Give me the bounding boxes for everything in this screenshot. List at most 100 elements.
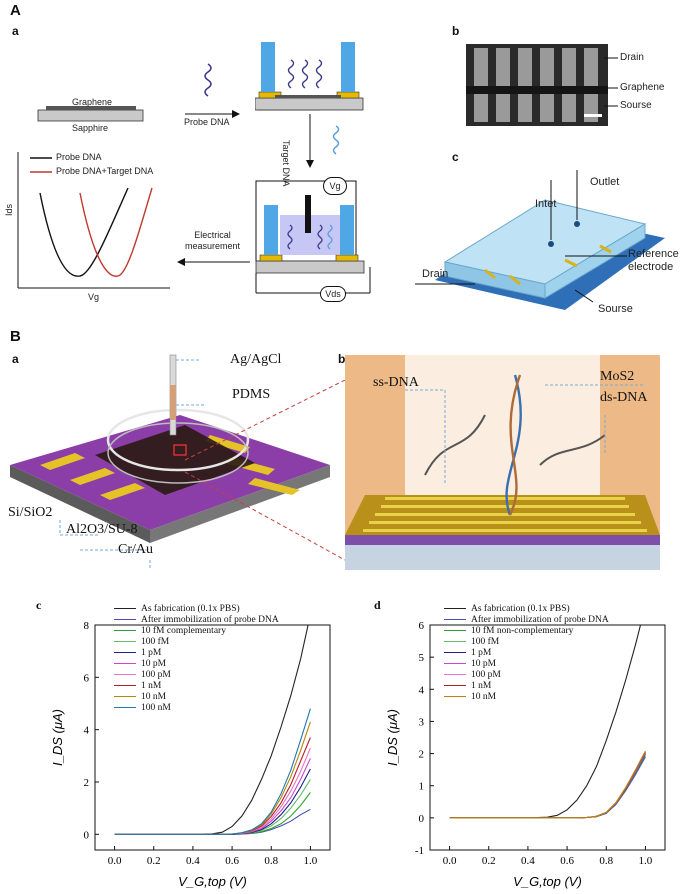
legend-entry: 10 fM non-complementary <box>444 625 609 636</box>
series-line-4 <box>449 753 646 819</box>
legend-entry: 1 pM <box>114 647 279 658</box>
legend-entry: After immobilization of probe DNA <box>444 614 609 625</box>
sapphire-label: Sapphire <box>72 123 109 133</box>
x-tick-4: 0.8 <box>599 846 614 867</box>
series-line-4 <box>114 768 311 835</box>
panel-a-b-leaders <box>604 57 618 107</box>
legend-swatch <box>444 674 466 675</box>
legend-entry: 100 nM <box>114 702 279 713</box>
mos2-device-render <box>10 354 330 570</box>
device-after-probe <box>255 42 364 111</box>
x-tick-5: 1.0 <box>639 846 653 867</box>
vg-source-circle: Vg <box>323 177 347 195</box>
x-tick-label-5: 1.0 <box>304 855 318 867</box>
legend-label: 100 fM <box>471 636 500 647</box>
zoom-connector-lines <box>184 380 346 561</box>
series-line-1 <box>449 756 646 819</box>
legend-label: 100 nM <box>141 702 171 713</box>
series-line-6 <box>449 752 646 819</box>
x-tick-label-1: 0.2 <box>482 855 496 867</box>
legend-swatch <box>444 696 466 697</box>
y-tick-7: 6 <box>419 620 434 632</box>
graphene-label: Graphene <box>72 97 113 107</box>
y-tick-label-3: 2 <box>419 749 425 761</box>
plot-frame <box>429 624 666 851</box>
inlet-label: Intet <box>535 198 557 210</box>
legend-entry: 1 pM <box>444 647 609 658</box>
series-line-6 <box>114 747 311 835</box>
y-tick-2: 1 <box>419 781 434 793</box>
cr-au-label: Cr/Au <box>118 542 153 557</box>
section-b-label: B <box>10 328 21 345</box>
legend-swatch <box>114 608 136 609</box>
legend-entry: 10 nM <box>114 691 279 702</box>
legend-label: 10 nM <box>471 691 497 702</box>
drain-label-b: Drain <box>620 52 644 63</box>
x-axis-label: V_G,top (V) <box>513 874 582 889</box>
y-tick-1: 2 <box>84 777 99 789</box>
y-tick-3: 2 <box>419 749 434 761</box>
y-tick-3: 6 <box>84 672 99 684</box>
mos2-label: MoS2 <box>600 369 635 384</box>
graphene-micrograph <box>466 44 608 126</box>
source-label-c: Sourse <box>598 303 633 315</box>
ids-vg-plot <box>17 152 170 289</box>
ids-plot-xlabel: Vg <box>88 292 100 302</box>
x-tick-0: 0.0 <box>108 846 122 867</box>
legend-label: 100 pM <box>141 669 171 680</box>
legend-entry: As fabrication (0.1x PBS) <box>114 603 279 614</box>
legend-entry: 100 pM <box>114 669 279 680</box>
series-line-9 <box>114 708 311 835</box>
legend-swatch <box>114 696 136 697</box>
ids-plot-ylabel: Ids <box>4 203 15 217</box>
y-tick-label-2: 1 <box>419 781 425 793</box>
legend-entry: 10 pM <box>444 658 609 669</box>
x-tick-1: 0.2 <box>482 846 496 867</box>
y-tick-label-3: 6 <box>84 672 90 684</box>
legend-label: 10 nM <box>141 691 167 702</box>
ids-plot-legend-1: Probe DNA <box>56 152 102 162</box>
ids-plot-legend-2: Probe DNA+Target DNA <box>56 166 154 176</box>
x-tick-label-0: 0.0 <box>108 855 122 867</box>
series-line-7 <box>114 737 311 835</box>
measurement-device <box>255 180 371 294</box>
legend-entry: 100 fM <box>444 636 609 647</box>
plot-frame <box>94 624 331 851</box>
legend-entry: 10 fM complementary <box>114 625 279 636</box>
x-tick-label-4: 0.8 <box>264 855 278 867</box>
y-tick-label-7: 6 <box>419 620 425 632</box>
x-tick-label-3: 0.6 <box>225 855 239 867</box>
x-tick-label-2: 0.4 <box>186 855 200 867</box>
y-tick-label-6: 5 <box>419 652 425 664</box>
x-tick-1: 0.2 <box>147 846 161 867</box>
vds-source-circle: Vds <box>320 286 346 302</box>
legend-swatch <box>114 641 136 642</box>
electrical-measurement-arrow <box>177 258 250 266</box>
legend-entry: 1 nM <box>444 680 609 691</box>
y-tick-label-4: 8 <box>84 620 90 632</box>
y-tick-label-1: 2 <box>84 777 90 789</box>
legend-entry: As fabrication (0.1x PBS) <box>444 603 609 614</box>
y-axis-label: I_DS (μA) <box>385 709 400 766</box>
y-tick-0: 0 <box>84 829 99 841</box>
legend-swatch <box>114 652 136 653</box>
legend-entry: 10 nM <box>444 691 609 702</box>
series-line-3 <box>449 753 646 819</box>
probe-dna-arrow-label: Probe DNA <box>184 117 230 127</box>
legend-swatch <box>444 641 466 642</box>
x-tick-label-3: 0.6 <box>560 855 574 867</box>
legend-label: 1 nM <box>141 680 162 691</box>
series-line-7 <box>449 751 646 819</box>
panel-b-b-label: b <box>338 352 346 366</box>
y-tick-4: 8 <box>84 620 99 632</box>
ag-agcl-label: Ag/AgCl <box>230 352 282 367</box>
y-tick-label-5: 4 <box>419 684 425 696</box>
target-dna-arrow <box>306 114 340 168</box>
x-tick-2: 0.4 <box>186 846 200 867</box>
legend-entry: 10 pM <box>114 658 279 669</box>
graphene-label-b: Graphene <box>620 82 665 93</box>
legend-entry: 100 pM <box>444 669 609 680</box>
series-line-2 <box>449 754 646 819</box>
